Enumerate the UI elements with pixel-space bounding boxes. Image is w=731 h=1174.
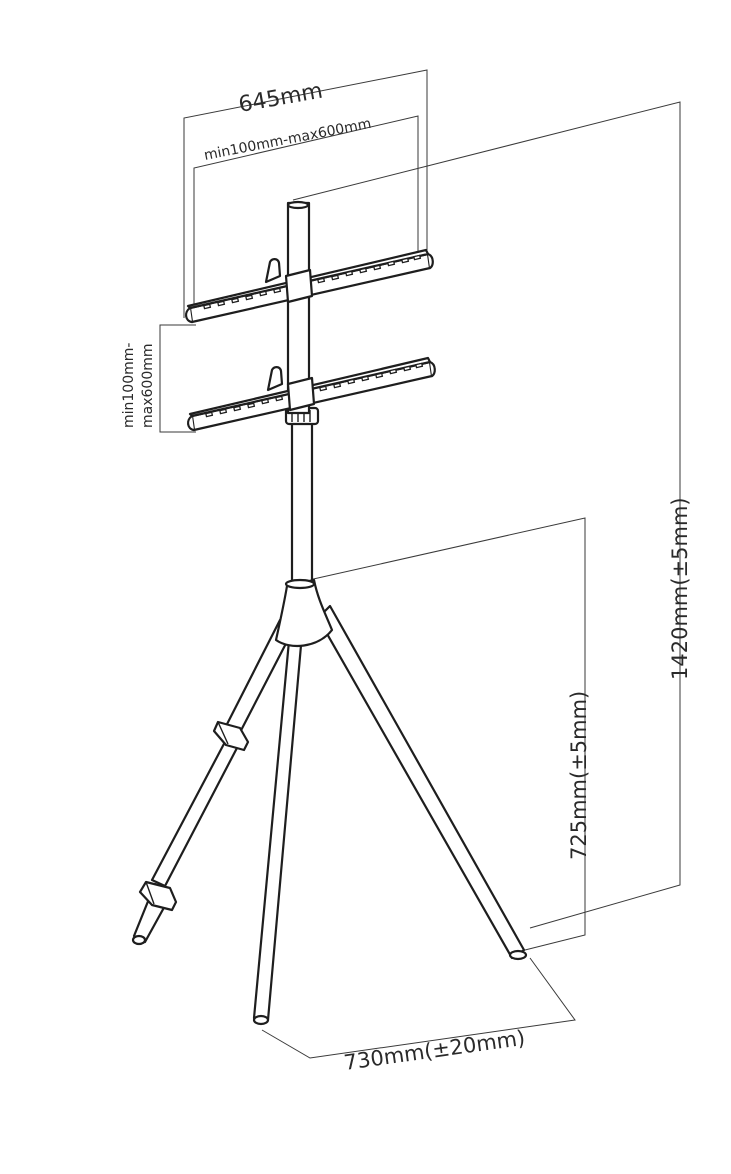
left-leg-middle xyxy=(150,738,240,888)
leg-clamp-lower xyxy=(138,880,178,912)
center-column xyxy=(274,200,334,647)
height-total-dimension xyxy=(292,101,681,929)
height-adjust-label-line1: min100mm- xyxy=(121,343,137,428)
width-adjust-label: min100mm-max600mm xyxy=(203,116,373,164)
base-span-label: 730mm(±20mm) xyxy=(342,1026,526,1075)
lower-arm-end-right xyxy=(428,360,436,378)
upper-arm-end-left xyxy=(185,306,194,324)
lower-arm-slots xyxy=(205,362,424,418)
width-total-label: 645mm xyxy=(237,79,325,118)
lower-clamp-knob xyxy=(266,366,284,392)
height-tripod-dimension xyxy=(299,517,586,951)
lower-clamp-block xyxy=(286,376,316,412)
upper-vesa-arm xyxy=(185,248,434,324)
upper-arm-end-right xyxy=(426,252,434,270)
tripod-hub xyxy=(274,578,334,647)
left-leg-foot xyxy=(131,934,147,946)
tube-cap xyxy=(286,200,310,210)
center-leg-foot xyxy=(252,1014,270,1026)
lower-vesa-arm xyxy=(187,356,436,432)
dimension-labels: 645mm min100mm-max600mm min100mm- max600… xyxy=(121,79,692,1075)
width-adjust-dimension xyxy=(193,115,419,312)
upper-clamp-knob xyxy=(264,258,282,284)
lower-tube xyxy=(290,418,314,592)
lower-arm-end-left xyxy=(187,414,196,432)
upper-arm-slots xyxy=(203,254,422,310)
tripod-legs xyxy=(131,604,528,1026)
right-leg-foot xyxy=(508,949,528,961)
height-total-label: 1420mm(±5mm) xyxy=(668,497,692,680)
right-leg xyxy=(316,604,526,960)
height-adjust-label-line2: max600mm xyxy=(140,344,156,429)
dimension-lines xyxy=(159,69,681,1059)
leg-clamp-upper xyxy=(212,720,250,752)
upper-clamp-block xyxy=(284,268,314,304)
height-tripod-label: 725mm(±5mm) xyxy=(567,691,591,860)
base-span-dimension xyxy=(261,957,576,1059)
width-total-dimension xyxy=(183,69,428,318)
hub-collar xyxy=(284,578,316,590)
height-adjust-dimension xyxy=(159,324,196,433)
